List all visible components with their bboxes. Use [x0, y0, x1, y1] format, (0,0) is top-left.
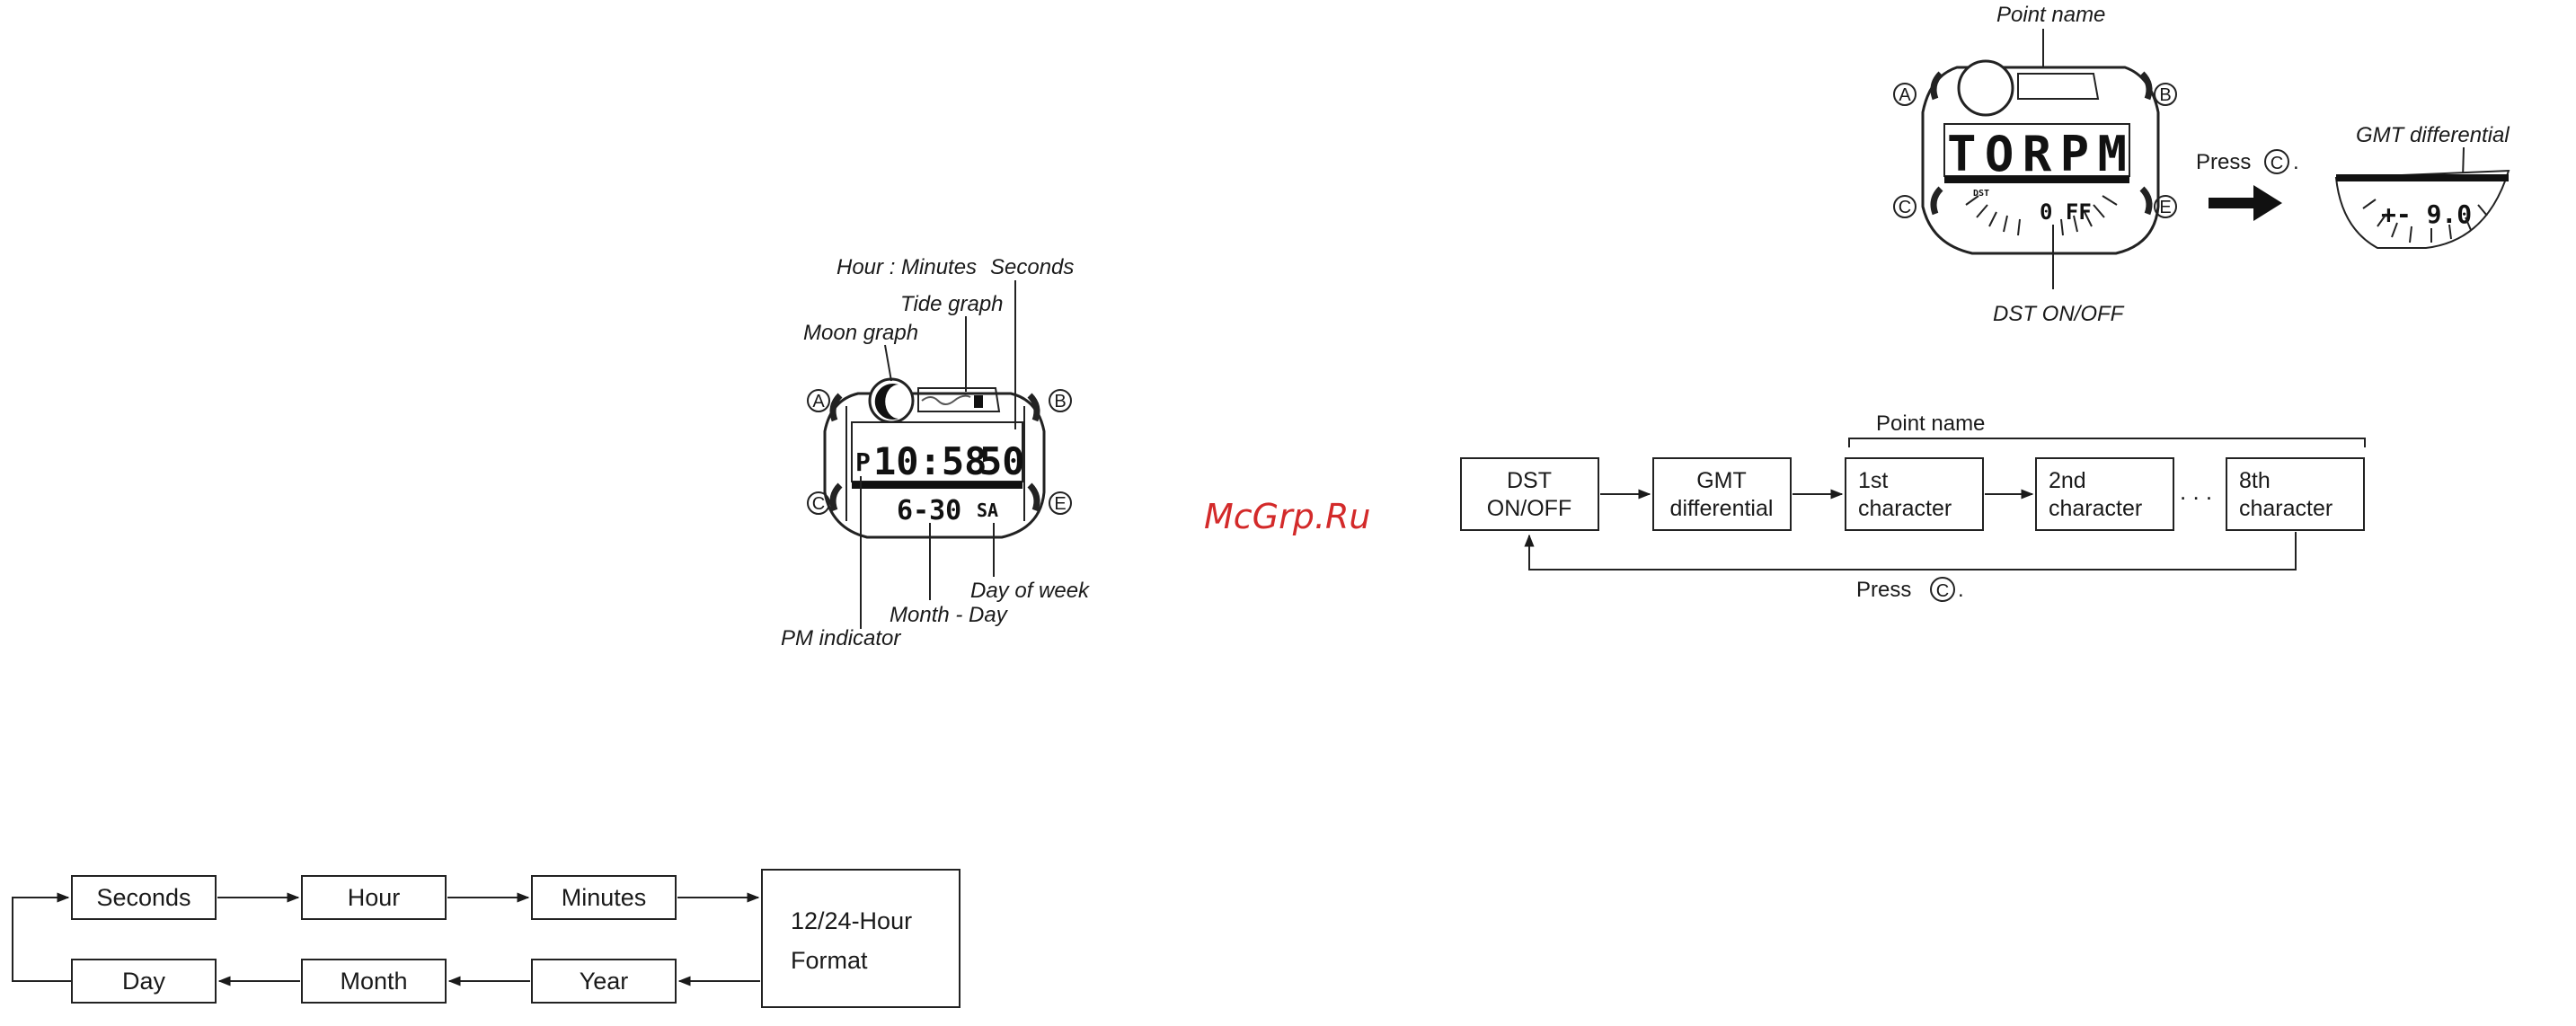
lcd-weekday: SA	[977, 500, 998, 521]
svg-text:C: C	[812, 494, 825, 514]
svg-text:12/24-Hour: 12/24-Hour	[791, 907, 912, 934]
flow-world-time-settings: Point name DST ON/OFF GMT differential 1…	[1460, 411, 2366, 602]
svg-text:Minutes: Minutes	[562, 884, 647, 911]
svg-text:1st: 1st	[1858, 468, 1888, 493]
callout-hour-minutes: Hour : Minutes	[837, 255, 977, 279]
svg-text:ON/OFF: ON/OFF	[1487, 496, 1571, 521]
button-a-label: A	[807, 389, 830, 412]
flow-settings-arrows	[1524, 489, 2297, 570]
watch2-tide-graph-icon	[2017, 73, 2100, 100]
point-name-bracket	[1848, 438, 2366, 447]
watch2-button-c: C	[1893, 195, 1917, 218]
flow-box-dst: DST ON/OFF	[1460, 457, 1599, 531]
callout-seconds: Seconds	[990, 255, 1074, 279]
callout-month-day: Month - Day	[890, 603, 1009, 627]
lcd-dst-value: 0 FF	[2040, 199, 2092, 225]
svg-text:character: character	[2049, 496, 2142, 521]
svg-text:DST: DST	[1973, 189, 1989, 199]
lcd-point-name: TORPM	[1947, 126, 2127, 182]
svg-text:Year: Year	[580, 968, 629, 995]
flow-box-hour: Hour	[301, 875, 447, 920]
button-e-bump	[1027, 482, 1040, 512]
flow-box-year: Year	[531, 959, 677, 1004]
flow-time-setting: Seconds Hour Minutes 12/24-Hour Format Y…	[12, 869, 960, 1008]
svg-text:.: .	[1958, 578, 1964, 602]
svg-text:2nd: 2nd	[2049, 468, 2086, 493]
lcd-date: 6-30	[897, 495, 961, 526]
svg-text:C: C	[2271, 154, 2283, 173]
flow-box-eighth-char: 8th character	[2226, 457, 2365, 531]
svg-text:.: .	[2293, 150, 2299, 174]
button-e-label: E	[1049, 491, 1072, 515]
flow-point-name-header: Point name	[1876, 411, 1985, 436]
button-c-label: C	[807, 491, 830, 515]
flow-box-seconds: Seconds	[71, 875, 217, 920]
watch2-button-e: E	[2154, 195, 2177, 218]
callout-pm-indicator: PM indicator	[781, 626, 901, 650]
moon-phase-icon	[874, 384, 899, 420]
watch2-button-b: B	[2154, 83, 2177, 106]
watch2-button-a: A	[1893, 83, 1917, 106]
svg-text:C: C	[1899, 198, 1911, 217]
lcd-main-area	[851, 421, 1023, 482]
callout-tide-graph: Tide graph	[900, 292, 1004, 316]
c-button-symbol: C	[2264, 149, 2289, 174]
watch2-lcd-main	[1943, 123, 2130, 177]
callout-point-name: Point name	[1996, 3, 2105, 27]
svg-text:Seconds: Seconds	[96, 884, 190, 911]
tide-graph-icon	[917, 387, 1001, 412]
flow-box-second-char: 2nd character	[2035, 457, 2174, 531]
svg-text:Month: Month	[340, 968, 407, 995]
button-a-bump	[829, 393, 843, 422]
flow-box-first-char: 1st character	[1845, 457, 1984, 531]
flow-box-month: Month	[301, 959, 447, 1004]
svg-text:character: character	[2239, 496, 2333, 521]
flow-box-day: Day	[71, 959, 217, 1004]
callout-gmt-differential: GMT differential	[2356, 123, 2510, 147]
svg-text:A: A	[1899, 85, 1911, 105]
gmt-partial-display	[2334, 169, 2510, 249]
svg-text:GMT: GMT	[1696, 468, 1747, 493]
watch-diagram-time: A B C E P 10:58 50 6-30 SA Hour : Minute…	[781, 255, 1091, 650]
svg-text:B: B	[1054, 392, 1066, 411]
watch2-moon-graph-icon	[1957, 59, 2014, 117]
lcd-gmt-value: +- 9.0	[2381, 199, 2472, 229]
callout-day-of-week: Day of week	[970, 579, 1091, 603]
svg-text:8th: 8th	[2239, 468, 2271, 493]
flow-time-arrows	[12, 892, 760, 986]
callout-leader-lines	[860, 280, 1016, 629]
flow-box-minutes: Minutes	[531, 875, 677, 920]
svg-text:Hour: Hour	[348, 884, 401, 911]
svg-text:Format: Format	[791, 947, 868, 974]
svg-text:E: E	[2159, 198, 2171, 217]
lcd-time: 10:58	[873, 439, 987, 483]
svg-text:B: B	[2159, 85, 2171, 105]
svg-text:E: E	[1054, 494, 1066, 514]
flow-box-gmt: GMT differential	[1652, 457, 1792, 531]
press-c-arrow-icon	[2209, 185, 2282, 221]
svg-text:DST: DST	[1507, 468, 1552, 493]
flow-press-c-label: Press	[1856, 578, 1911, 602]
svg-text:character: character	[1858, 496, 1952, 521]
watch2-dial-ticks	[1965, 195, 2118, 236]
watermark-text: McGrp.Ru	[1204, 497, 1370, 536]
flow-box-hour-format: 12/24-Hour Format	[761, 869, 960, 1008]
flow-c-button-symbol: C	[1930, 577, 1955, 602]
callout-moon-graph: Moon graph	[803, 321, 918, 345]
watch-diagram-world-time: Point name A B C E TORPM	[1893, 3, 2510, 326]
press-c-label: Press	[2196, 150, 2251, 174]
svg-text:Day: Day	[122, 968, 166, 995]
button-b-label: B	[1049, 389, 1072, 412]
flow-ellipsis: . . .	[2180, 478, 2212, 505]
button-b-bump	[1027, 393, 1040, 422]
button-c-bump	[829, 482, 843, 512]
svg-text:differential: differential	[1670, 496, 1774, 521]
callout-dst-on-off: DST ON/OFF	[1993, 302, 2125, 326]
svg-text:C: C	[1936, 581, 1949, 601]
lcd-seconds: 50	[979, 439, 1025, 483]
lcd-pm-indicator: P	[855, 447, 871, 477]
svg-text:A: A	[812, 392, 825, 411]
